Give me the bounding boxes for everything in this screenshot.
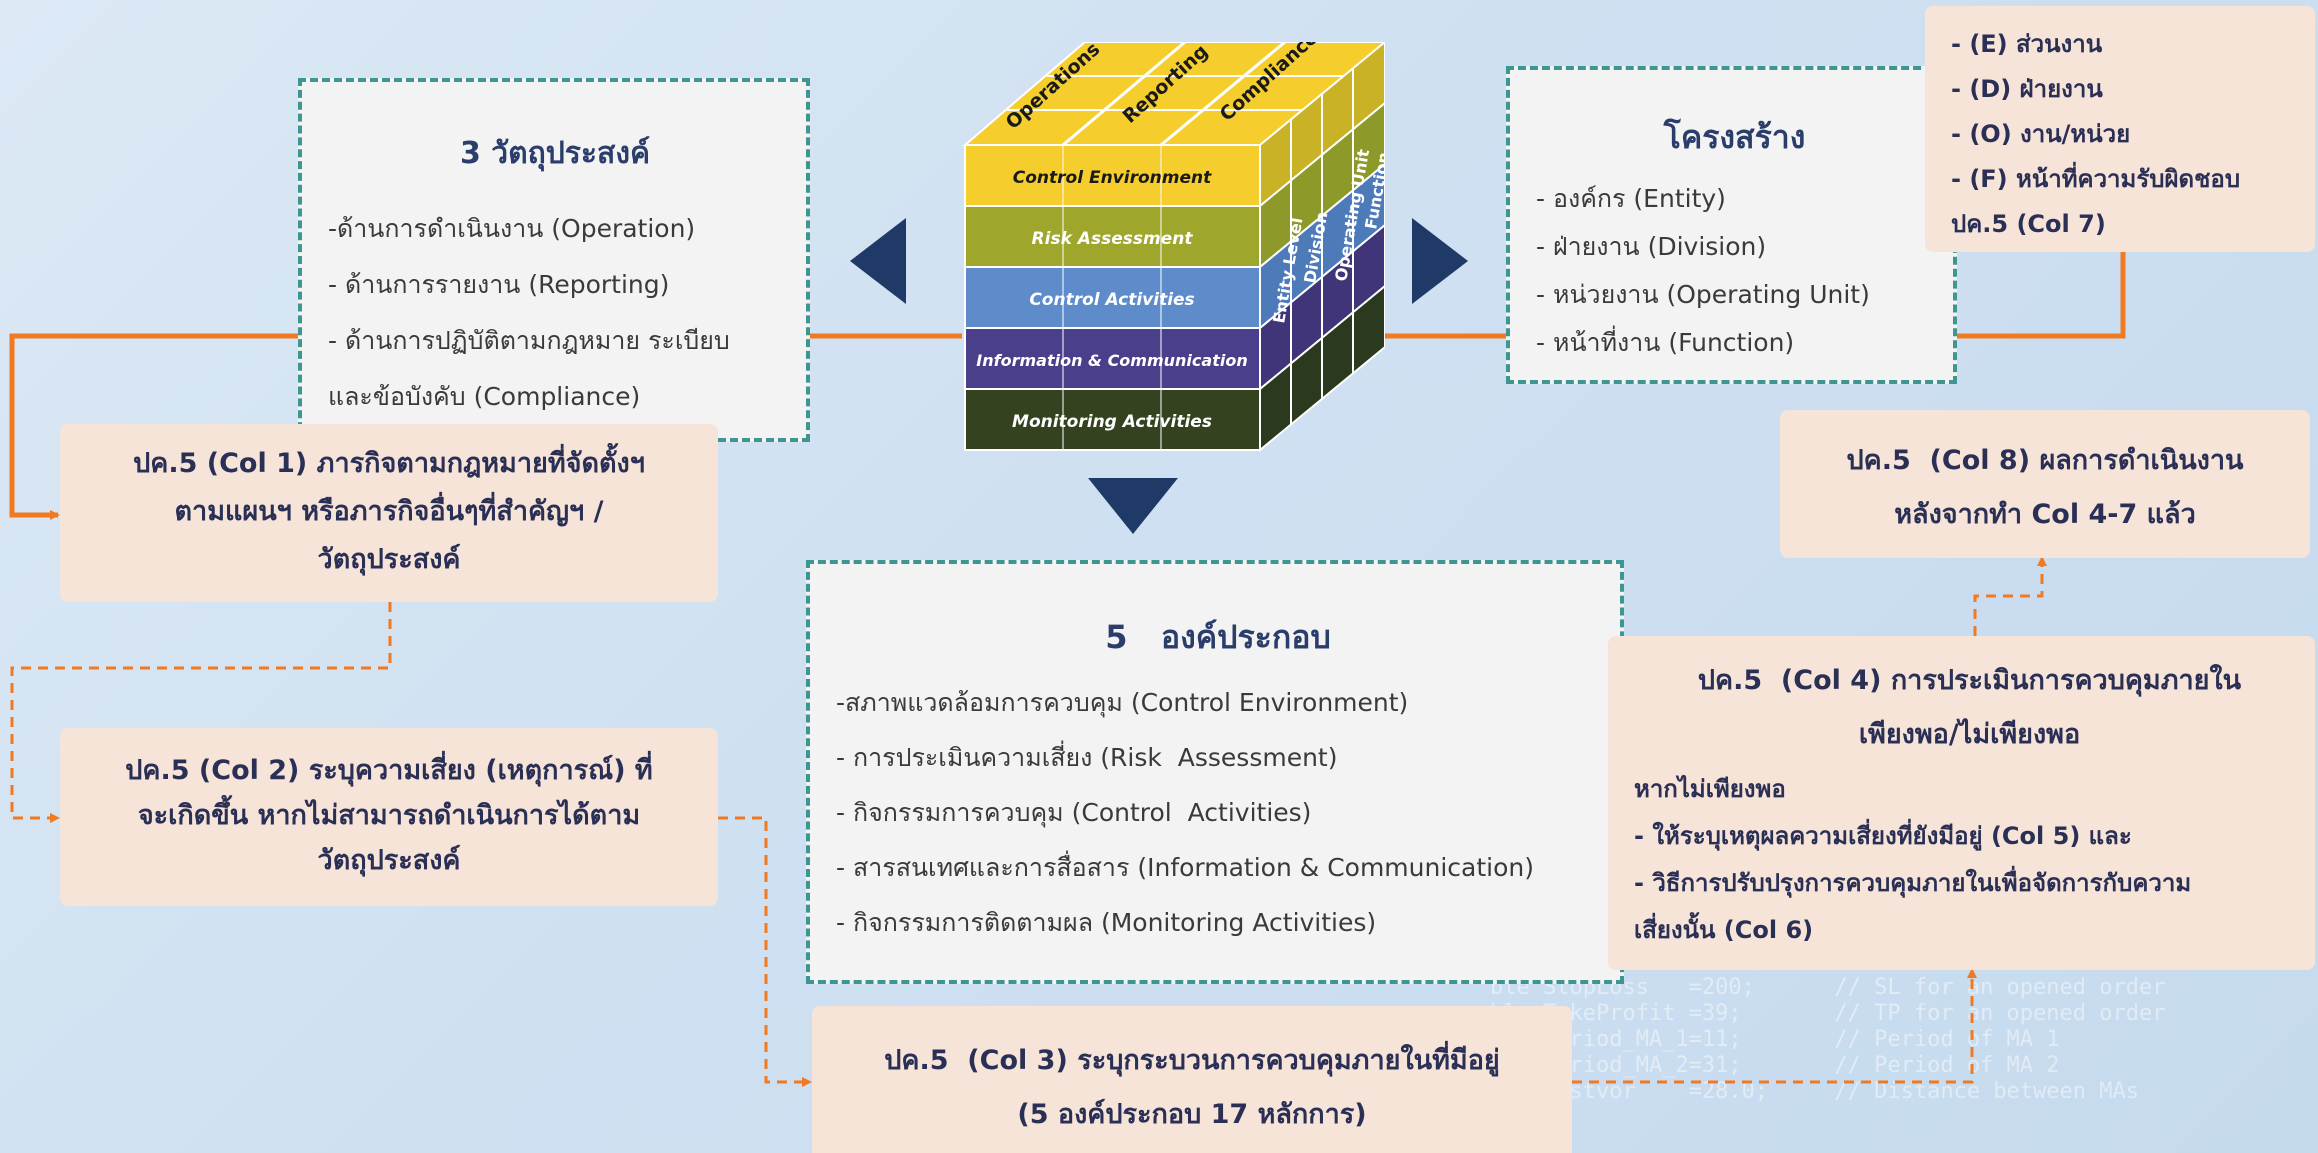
connector-col4-col8 [1973,556,2047,636]
arrow-left-icon [850,218,906,304]
cube-layer-control-environment [964,144,1261,207]
structure-item: - องค์กร (Entity) [1536,184,1726,213]
col3-line: (5 องค์ประกอบ 17 หลักการ) [1017,1099,1367,1130]
objectives-item: - ด้านการปฏิบัติตามกฎหมาย ระเบียบ [328,326,730,355]
col2-line: วัตถุประสงค์ [317,845,461,876]
col1-line: ปค.5 (Col 1) ภารกิจตามกฎหมายที่จัดตั้งฯ [133,448,645,479]
col4-detail: หากไม่เพียงพอ [1634,775,1786,803]
cube-layer-label: Information & Communication [976,351,1247,370]
objectives-item: และข้อบังคับ (Compliance) [328,382,641,411]
code-line: Period_MA_1=11; // Period of MA 1 [1490,1027,2060,1052]
objectives-title: 3 วัตถุประสงค์ [459,136,651,171]
cube-layer-label: Risk Assessment [1032,229,1194,249]
col4-detail: - วิธีการปรับปรุงการควบคุมภายในเพื่อจัดก… [1634,869,2192,897]
col2-box: ปค.5 (Col 2) ระบุความเสี่ยง (เหตุการณ์) … [60,728,718,906]
col4-line: ปค.5 (Col 4) การประเมินการควบคุมภายใน [1697,665,2242,696]
arrow-down-icon [1088,478,1178,534]
structure-box: โครงสร้าง - องค์กร (Entity) - ฝ่ายงาน (D… [1506,66,1957,384]
cube-layer-monitoring [964,388,1261,451]
connector-col2-col3 [718,816,812,1087]
components-item: - การประเมินความเสี่ยง (Risk Assessment) [836,743,1338,772]
code-line: ble StopLoss =200; // SL for an opened o… [1490,975,2166,1000]
code-item: ปค.5 (Col 7) [1951,210,2106,238]
cube-layer-information [964,327,1261,390]
connector-objectives-col1 [9,333,300,520]
col2-line: ปค.5 (Col 2) ระบุความเสี่ยง (เหตุการณ์) … [125,755,653,786]
components-item: -สภาพแวดล้อมการควบคุม (Control Environme… [836,688,1409,717]
col1-box: ปค.5 (Col 1) ภารกิจตามกฎหมายที่จัดตั้งฯ … [60,424,718,602]
structure-title: โครงสร้าง [1663,118,1806,156]
col4-line: เพียงพอ/ไม่เพียงพอ [1858,719,2081,750]
coso-cube: Operations Reporting Compliance Entity L… [962,42,1385,453]
objectives-item: - ด้านการรายงาน (Reporting) [328,270,670,299]
col8-line: หลังจากทำ Col 4-7 แล้ว [1894,499,2196,530]
code-item: - (D) ฝ่ายงาน [1951,75,2103,103]
components-item: - กิจกรรมการติดตามผล (Monitoring Activit… [836,908,1377,937]
col2-line: จะเกิดขึ้น หากไม่สามารถดำเนินการได้ตาม [137,800,641,831]
col8-box: ปค.5 (Col 8) ผลการดำเนินงาน หลังจากทำ Co… [1780,410,2310,558]
connector-col1-col2 [10,602,392,823]
cube-layer-label: Control Environment [1013,168,1212,188]
code-item: - (F) หน้าที่ความรับผิดชอบ [1951,165,2241,193]
col3-box: ปค.5 (Col 3) ระบุกระบวนการควบคุมภายในที่… [812,1006,1572,1153]
objectives-item: -ด้านการดำเนินงาน (Operation) [328,214,696,243]
col8-line: ปค.5 (Col 8) ผลการดำเนินงาน [1846,445,2244,476]
components-box: 5 องค์ประกอบ -สภาพแวดล้อมการควบคุม (Cont… [806,560,1624,984]
col1-line: วัตถุประสงค์ [317,544,461,575]
structure-item: - ฝ่ายงาน (Division) [1536,232,1767,261]
objectives-box: 3 วัตถุประสงค์ -ด้านการดำเนินงาน (Operat… [298,78,810,442]
cube-layer-label: Monitoring Activities [1012,412,1212,432]
connector-col3-col4 [1572,968,1977,1084]
code-item: - (O) งาน/หน่วย [1951,120,2131,148]
code-line: Period_MA_2=31; // Period of MA 2 [1490,1053,2060,1078]
col1-line: ตามแผนฯ หรือภารกิจอื่นๆที่สำคัญฯ / [174,496,604,527]
code-item: - (E) ส่วนงาน [1951,30,2103,58]
connector-structure-codes [1955,252,2126,339]
col4-box: ปค.5 (Col 4) การประเมินการควบคุมภายใน เพ… [1608,636,2315,970]
cube-layer-control-activities [964,266,1261,329]
structure-codes-box: - (E) ส่วนงาน - (D) ฝ่ายงาน - (O) งาน/หน… [1925,6,2315,252]
col4-detail: - ให้ระบุเหตุผลความเสี่ยงที่ยังมีอยู่ (C… [1634,822,2132,850]
cube-layer-label: Control Activities [1029,290,1194,310]
arrow-right-icon [1412,218,1468,304]
col4-detail: เสี่ยงนั้น (Col 6) [1634,916,1814,944]
structure-item: - หน้าที่งาน (Function) [1536,328,1795,357]
col3-line: ปค.5 (Col 3) ระบุกระบวนการควบคุมภายในที่… [884,1045,1500,1076]
components-title: 5 องค์ประกอบ [1105,618,1331,656]
components-item: - สารสนเทศและการสื่อสาร (Information & C… [836,853,1534,882]
components-item: - กิจกรรมการควบคุม (Control Activities) [836,798,1312,827]
structure-item: - หน่วยงาน (Operating Unit) [1536,280,1870,309]
